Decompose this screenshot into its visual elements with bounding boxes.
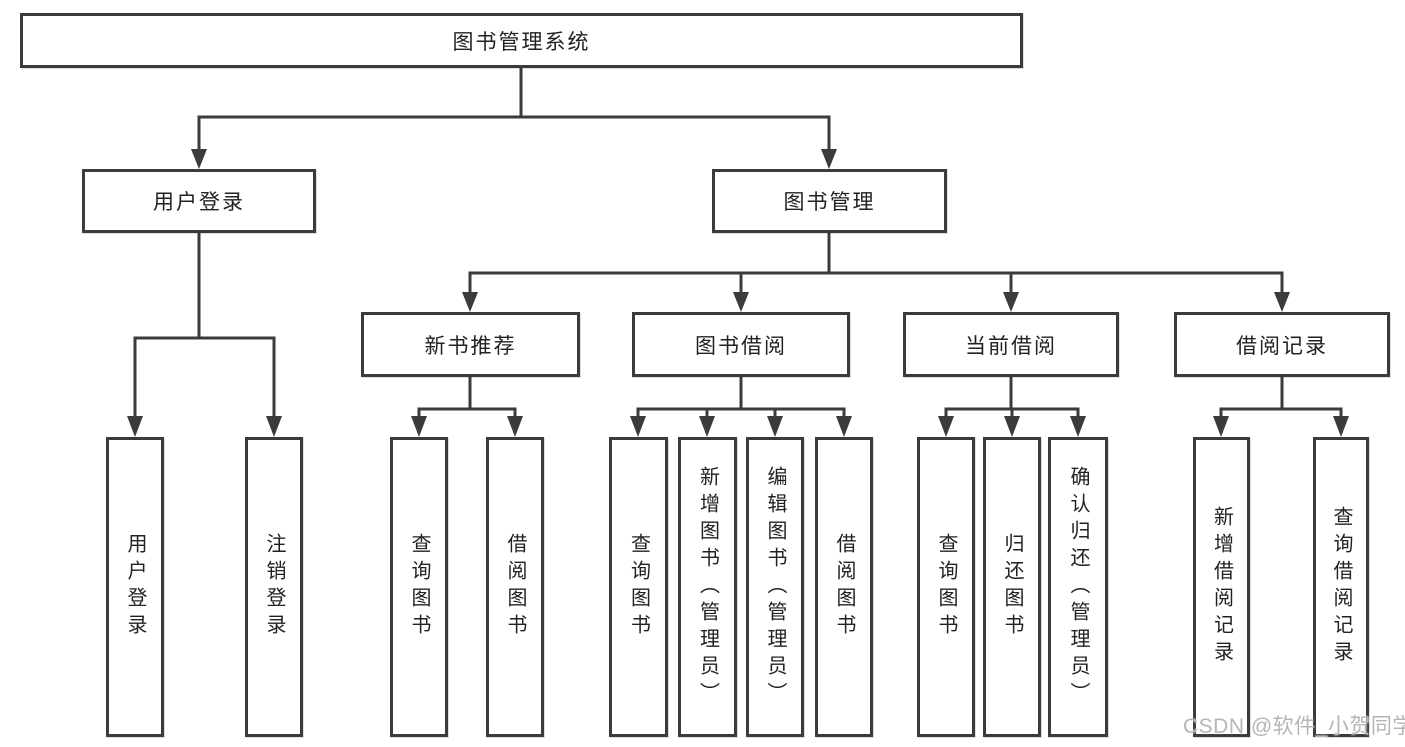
leaf-edit-book-admin-label: 编辑图书（管理员） xyxy=(764,465,786,709)
node-new-book-recommend: 新书推荐 xyxy=(361,312,580,377)
node-root-label: 图书管理系统 xyxy=(452,30,591,54)
leaf-borrow-book-2-label: 借阅图书 xyxy=(833,533,855,641)
leaf-user-login-label: 用户登录 xyxy=(124,533,146,641)
leaf-add-book-admin-label: 新增图书（管理员） xyxy=(696,465,719,709)
leaf-add-book-admin: 新增图书（管理员） xyxy=(678,437,737,737)
node-book-management: 图书管理 xyxy=(712,169,947,233)
leaf-query-borrow-record-label: 查询借阅记录 xyxy=(1330,506,1352,668)
leaf-return-book-label: 归还图书 xyxy=(1001,533,1023,641)
leaf-query-book-1-label: 查询图书 xyxy=(408,533,430,641)
csdn-watermark: CSDN @软件_小贺同学 xyxy=(1183,715,1405,738)
node-user-login-label: 用户登录 xyxy=(153,191,245,214)
node-user-login: 用户登录 xyxy=(82,169,316,233)
node-borrow-record-label: 借阅记录 xyxy=(1236,334,1328,358)
leaf-borrow-book-1-label: 借阅图书 xyxy=(504,533,526,641)
leaf-borrow-book-2: 借阅图书 xyxy=(815,437,873,737)
leaf-query-book-3-label: 查询图书 xyxy=(935,533,957,641)
leaf-query-book-3: 查询图书 xyxy=(917,437,975,737)
node-root: 图书管理系统 xyxy=(20,13,1023,68)
leaf-add-borrow-record-label: 新增借阅记录 xyxy=(1210,506,1233,668)
leaf-borrow-book-1: 借阅图书 xyxy=(486,437,544,737)
node-book-management-label: 图书管理 xyxy=(783,191,876,214)
node-book-borrow: 图书借阅 xyxy=(632,312,850,377)
leaf-confirm-return-admin: 确认归还（管理员） xyxy=(1048,437,1108,737)
node-book-borrow-label: 图书借阅 xyxy=(695,334,787,358)
leaf-confirm-return-admin-label: 确认归还（管理员） xyxy=(1067,465,1089,709)
leaf-edit-book-admin: 编辑图书（管理员） xyxy=(746,437,804,737)
leaf-query-book-1: 查询图书 xyxy=(390,437,448,737)
leaf-logout: 注销登录 xyxy=(245,437,303,737)
leaf-logout-label: 注销登录 xyxy=(263,533,285,641)
leaf-add-borrow-record: 新增借阅记录 xyxy=(1193,437,1250,737)
leaf-query-book-2: 查询图书 xyxy=(609,437,668,737)
node-current-borrow-label: 当前借阅 xyxy=(965,334,1057,358)
leaf-query-borrow-record: 查询借阅记录 xyxy=(1313,437,1369,737)
node-new-book-recommend-label: 新书推荐 xyxy=(424,334,517,358)
leaf-user-login: 用户登录 xyxy=(106,437,164,737)
node-current-borrow: 当前借阅 xyxy=(903,312,1119,377)
leaf-query-book-2-label: 查询图书 xyxy=(627,533,650,641)
node-borrow-record: 借阅记录 xyxy=(1174,312,1390,377)
leaf-return-book: 归还图书 xyxy=(983,437,1041,737)
